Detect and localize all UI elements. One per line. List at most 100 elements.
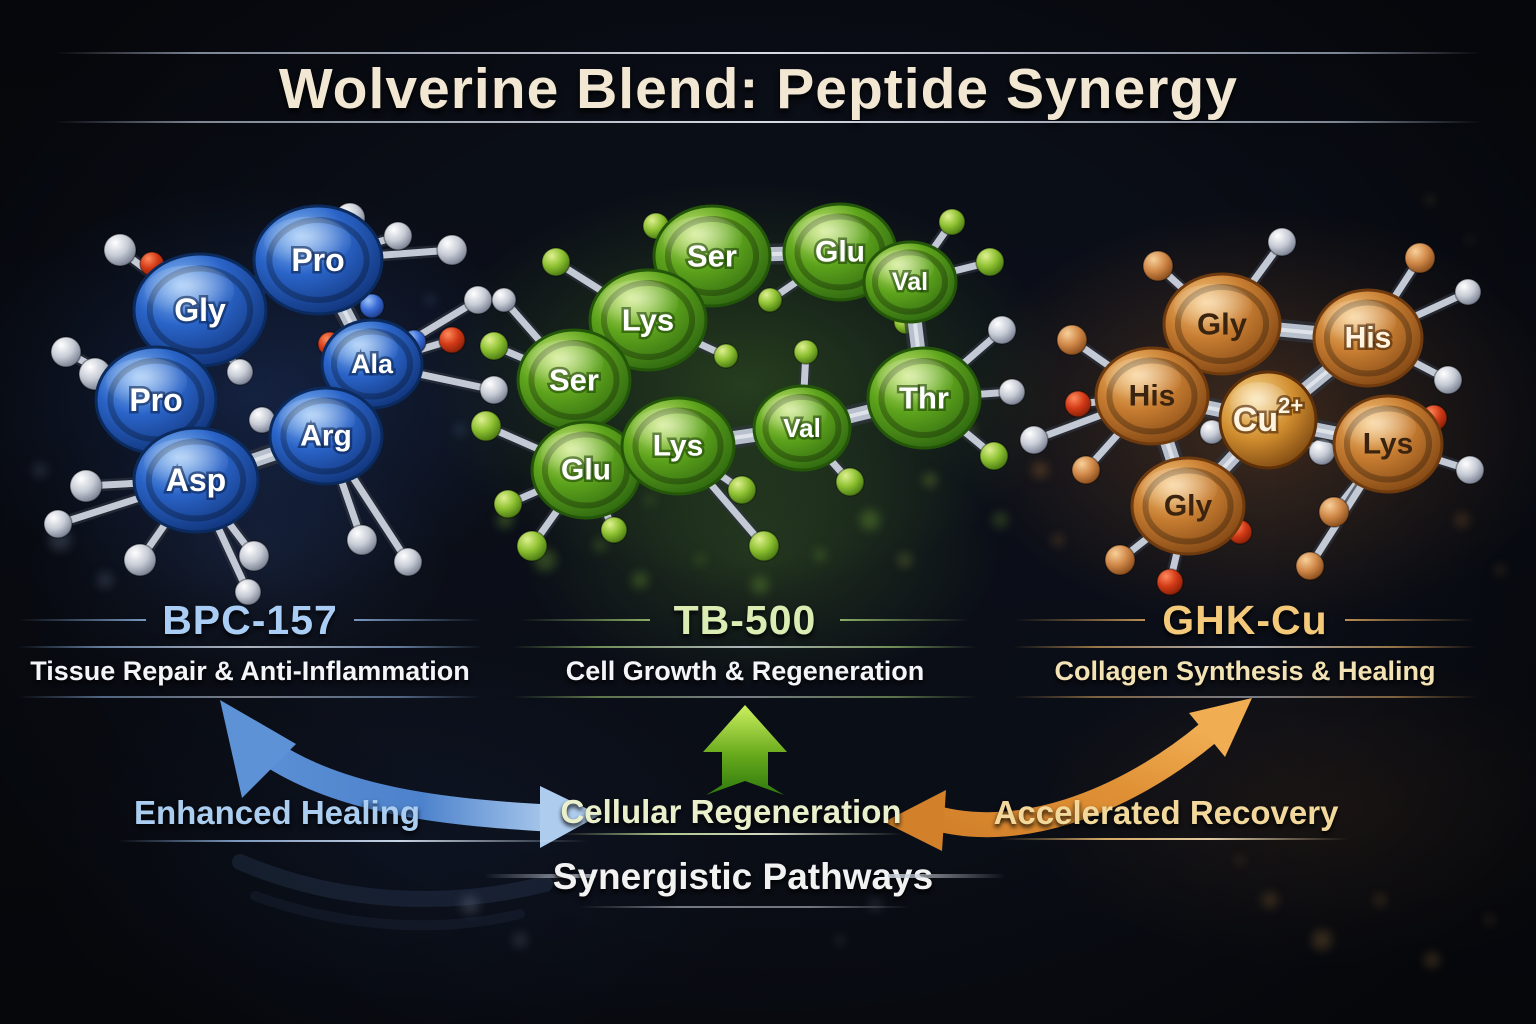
synergy-rule-left	[484, 874, 596, 878]
atom-greensm	[938, 208, 966, 236]
atom-greensm	[541, 247, 571, 277]
residue-gly: Gly	[132, 252, 268, 368]
synergy-underline	[580, 906, 910, 908]
peptide-name: GHK-Cu	[1162, 596, 1328, 643]
residue-label: Asp	[166, 462, 226, 498]
pathway-label-cellular-regeneration: Cellular Regeneration	[560, 793, 902, 830]
residue-label: Ala	[351, 349, 394, 379]
atom-silver	[987, 315, 1017, 345]
name-dash-left	[18, 619, 147, 621]
residue-asp: Asp	[132, 426, 260, 534]
residue-his: His	[1094, 346, 1210, 446]
name-dash-left	[520, 619, 651, 621]
divider	[18, 646, 482, 648]
atom-coppersm	[1404, 242, 1436, 274]
echo-swoosh	[250, 891, 525, 931]
divider	[1013, 646, 1477, 648]
residue-val: Val	[862, 240, 958, 324]
peptide-name: BPC-157	[162, 596, 338, 643]
underline-enhanced-healing	[118, 840, 588, 842]
residue-label: Thr	[899, 381, 949, 416]
atom-greensm	[600, 516, 628, 544]
pathway-label-accelerated-recovery: Accelerated Recovery	[993, 794, 1339, 831]
name-dash-right	[1345, 619, 1476, 621]
residue-label: Lys	[653, 430, 704, 463]
atom-silver	[238, 540, 270, 572]
orange-recovery-arrow	[884, 698, 1252, 851]
atom-silver	[346, 524, 378, 556]
atom-greensm	[470, 410, 502, 442]
residue-ser: Ser	[516, 328, 632, 432]
atom-silver	[1267, 227, 1297, 257]
blue-healing-arrow	[220, 700, 600, 848]
atom-red	[1156, 568, 1184, 596]
atom-silver	[43, 509, 73, 539]
residue-lys: Lys	[1332, 394, 1444, 494]
residue-gly: Gly	[1162, 272, 1282, 376]
atom-silver	[479, 375, 509, 405]
atom-greensm	[713, 343, 739, 369]
atom-silver	[234, 578, 262, 606]
atom-greensm	[727, 475, 757, 505]
residue-label: Val	[892, 268, 928, 296]
atom-greensm	[835, 467, 865, 497]
atom-silver	[436, 234, 468, 266]
atom-red	[1064, 390, 1092, 418]
atom-red	[438, 326, 466, 354]
atom-greensm	[975, 247, 1005, 277]
residue-thr: Thr	[866, 346, 982, 450]
residue-ser: Ser	[652, 204, 772, 308]
atom-greensm	[516, 530, 548, 562]
residue-label: Ser	[549, 363, 599, 398]
atom-silver	[123, 543, 157, 577]
atom-silver	[103, 233, 137, 267]
residue-label: Lys	[622, 303, 674, 338]
underline-accelerated-recovery	[1000, 838, 1348, 840]
atom-silver	[1019, 425, 1049, 455]
residue-pro: Pro	[252, 204, 384, 316]
underline-cellular-regeneration	[562, 833, 902, 835]
name-dash-left	[1014, 619, 1145, 621]
residue-label: Glu	[561, 454, 611, 487]
atom-silver	[383, 221, 413, 251]
atom-silver	[998, 378, 1026, 406]
residue-lys: Lys	[620, 396, 736, 496]
atom-greensm	[757, 287, 783, 313]
divider	[18, 696, 482, 698]
atom-coppersm	[1318, 496, 1350, 528]
peptide-card-tb500: TB-500 Cell Growth & Regeneration	[513, 597, 977, 698]
residue-lys: Lys	[588, 268, 708, 372]
synergy-title: Synergistic Pathways	[552, 856, 934, 897]
green-up-arrow	[703, 705, 787, 795]
pathway-label-enhanced-healing: Enhanced Healing	[133, 794, 421, 831]
residue-ala: Ala	[320, 318, 424, 410]
residue-glu: Glu	[530, 420, 642, 520]
header-rule-bottom	[55, 121, 1481, 123]
atom-greensm	[979, 441, 1009, 471]
atom-greensm	[793, 339, 819, 365]
atom-silver	[69, 469, 103, 503]
atom-silver	[50, 336, 82, 368]
atom-coppersm	[1295, 551, 1325, 581]
atom-greensm	[493, 489, 523, 519]
residue-label: His	[1129, 380, 1176, 413]
page-title: Wolverine Blend: Peptide Synergy	[278, 57, 1238, 121]
atom-silver	[1455, 455, 1485, 485]
peptide-card-bpc157: BPC-157 Tissue Repair & Anti-Inflammatio…	[18, 596, 482, 698]
residue-gly: Gly	[1130, 456, 1246, 556]
divider	[513, 696, 977, 698]
atom-silver	[1454, 278, 1482, 306]
peptide-description: Collagen Synthesis & Healing	[1054, 656, 1436, 686]
atom-silver	[226, 358, 254, 386]
metal-ion: Cu2+	[1218, 370, 1318, 470]
residue-label: His	[1345, 322, 1392, 355]
atom-greensm	[748, 530, 780, 562]
atom-greensm	[479, 331, 509, 361]
residue-label: Val	[783, 413, 821, 443]
